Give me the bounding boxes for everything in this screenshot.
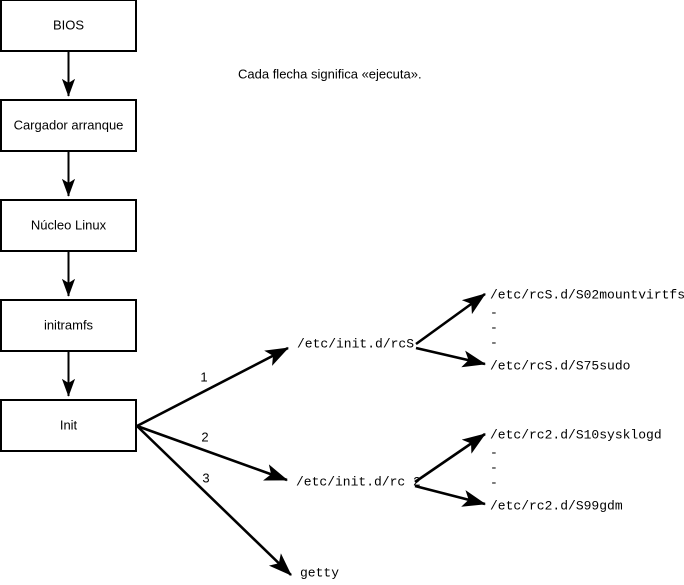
node-init[interactable]: Init — [0, 399, 137, 452]
node-bios-rect — [0, 0, 137, 52]
arrow-init-to-getty — [136, 425, 292, 576]
arrow-init-to-rc2 — [136, 424, 288, 482]
rcS-ellipsis-dash-1: - — [490, 305, 498, 320]
node-bios[interactable]: BIOS — [0, 0, 137, 52]
node-bootloader-rect — [0, 99, 137, 152]
rcS-ellipsis-dash-2: - — [490, 320, 498, 335]
branch-number-1: 1 — [200, 369, 207, 384]
legend-note: Cada flecha significa «ejecuta». — [238, 66, 422, 81]
node-kernel-label: Núcleo Linux — [31, 217, 107, 232]
node-initramfs-label: initramfs — [44, 317, 94, 332]
node-initramfs-rect — [0, 299, 137, 352]
label-rcS-last-script[interactable]: /etc/rcS.d/S75sudo — [490, 358, 630, 373]
rc2-ellipsis-dash-3: - — [490, 475, 498, 490]
arrow-init-to-rcS — [136, 346, 289, 428]
label-getty[interactable]: getty — [300, 565, 339, 580]
node-init-label: Init — [60, 417, 78, 432]
arrow-rcS-to-last-script — [415, 346, 487, 368]
node-bootloader[interactable]: Cargador arranque — [0, 99, 137, 152]
arrow-rc2-to-last-script — [414, 484, 487, 507]
label-rcS-first-script[interactable]: /etc/rcS.d/S02mountvirtfs — [490, 287, 684, 302]
node-init-rect — [0, 399, 137, 452]
label-rc2-last-script[interactable]: /etc/rc2.d/S99gdm — [490, 498, 623, 513]
node-initramfs[interactable]: initramfs — [0, 299, 137, 352]
rc2-ellipsis-dash-1: - — [490, 445, 498, 460]
rcS-ellipsis-dash-3: - — [490, 335, 498, 350]
label-init-d-rcS[interactable]: /etc/init.d/rcS — [297, 336, 414, 351]
node-bootloader-label: Cargador arranque — [14, 117, 124, 132]
node-bios-label: BIOS — [53, 17, 84, 32]
branch-number-2: 2 — [201, 429, 208, 444]
arrow-rcS-to-first-script — [415, 292, 486, 346]
node-kernel-rect — [0, 199, 137, 252]
label-init-d-rc2[interactable]: /etc/init.d/rc 2 — [296, 474, 421, 489]
label-rc2-first-script[interactable]: /etc/rc2.d/S10sysklogd — [490, 427, 662, 442]
rc2-ellipsis-dash-2: - — [490, 460, 498, 475]
node-kernel[interactable]: Núcleo Linux — [0, 199, 137, 252]
branch-number-3: 3 — [202, 470, 209, 485]
arrow-rc2-to-first-script — [414, 432, 486, 484]
